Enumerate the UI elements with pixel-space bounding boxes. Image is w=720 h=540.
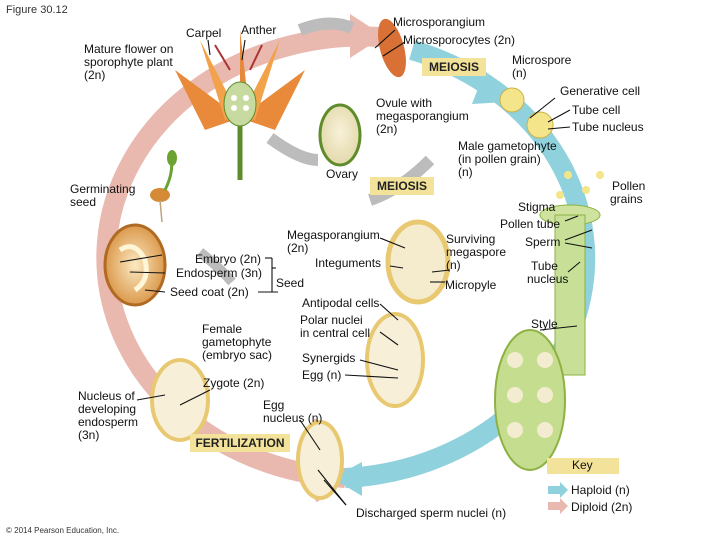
figure-label: Figure 30.12 — [6, 4, 68, 16]
male-gametophyte-label-3: (n) — [458, 165, 473, 179]
microspore-label-1: Microspore — [512, 53, 572, 67]
carpel-label: Carpel — [186, 26, 222, 40]
male-gametophyte-label-2: (in pollen grain) — [458, 152, 541, 166]
meiosis-box-middle: MEIOSIS — [370, 177, 434, 195]
egg-label: Egg (n) — [302, 368, 342, 382]
seed-coat-label: Seed coat (2n) — [170, 285, 249, 299]
pollen-grains-label-2: grains — [610, 192, 643, 206]
grey-arrow-ovule — [266, 133, 319, 166]
egg-nucleus-label-2: nucleus (n) — [263, 411, 323, 425]
discharged-sperm-label: Discharged sperm nuclei (n) — [356, 506, 507, 520]
fertilization-ovule — [296, 420, 344, 500]
key-haploid-label: Haploid (n) — [571, 483, 630, 497]
pollen-grain-cell — [526, 111, 554, 139]
fertilization-box: FERTILIZATION — [190, 434, 290, 452]
zygote-label: Zygote (2n) — [203, 376, 265, 390]
embryo-sac-illustration — [365, 312, 425, 408]
ovule-label-2: megasporangium — [376, 109, 469, 123]
microspore-label-2: (n) — [512, 66, 527, 80]
surviving-megaspore-label-2: megaspore — [446, 245, 507, 259]
haploid-arrowhead-top — [472, 70, 506, 104]
ovule-label-3: (2n) — [376, 122, 398, 136]
key-diploid-label: Diploid (2n) — [571, 500, 633, 514]
synergids-label: Synergids — [302, 351, 356, 365]
ovule-label-1: Ovule with — [376, 96, 433, 110]
female-gametophyte-label-3: (embryo sac) — [202, 348, 273, 362]
generative-cell-label: Generative cell — [560, 84, 641, 98]
megasporangium-label-2: (2n) — [287, 241, 309, 255]
stigma-label: Stigma — [518, 200, 556, 214]
flower-illustration — [175, 30, 305, 180]
pistil-illustration — [494, 204, 601, 471]
tube-nucleus-label: Tube nucleus — [572, 120, 644, 134]
anther-label: Anther — [241, 23, 277, 37]
mature-flower-label-2: sporophyte plant — [84, 55, 173, 69]
egg-nucleus-label-1: Egg — [263, 398, 285, 412]
meiosis-box-top: MEIOSIS — [422, 58, 486, 76]
tube-nucleus-2-label-2: nucleus — [527, 272, 569, 286]
megasporangium-label-1: Megasporangium — [287, 228, 380, 242]
zygote-ovule — [150, 358, 210, 442]
ovule-illustration — [318, 103, 362, 167]
key-diploid-arrow — [548, 498, 568, 514]
male-gametophyte-label-1: Male gametophyte — [458, 139, 557, 153]
germinating-seed-label-1: Germinating — [70, 182, 136, 196]
embryo-label: Embryo (2n) — [195, 252, 262, 266]
pollen-grains-label-1: Pollen — [612, 179, 646, 193]
ovary-label: Ovary — [326, 167, 359, 181]
endosperm-label: Endosperm (3n) — [176, 266, 263, 280]
nucleus-endosperm-label-2: developing — [78, 402, 137, 416]
megasporangium-illustration — [385, 219, 451, 305]
mature-flower-label-3: (2n) — [84, 68, 106, 82]
tube-nucleus-2-label-1: Tube — [531, 259, 558, 273]
haploid-arrowhead-bottom — [332, 462, 362, 496]
anther-illustration — [378, 18, 406, 78]
germinating-seed-label-2: seed — [70, 195, 97, 209]
nucleus-endosperm-label-3: endosperm — [78, 415, 139, 429]
germinating-seed-illustration — [150, 150, 177, 223]
mature-flower-label-1: Mature flower on — [84, 42, 174, 56]
pollen-tube-label: Pollen tube — [500, 217, 561, 231]
key-box — [547, 458, 619, 474]
surviving-megaspore-label-1: Surviving — [446, 232, 496, 246]
female-gametophyte-label-2: gametophyte — [202, 335, 272, 349]
female-gametophyte-label-1: Female — [202, 322, 243, 336]
microsporangium-label: Microsporangium — [393, 15, 486, 29]
integuments-label: Integuments — [315, 256, 382, 270]
microsporocytes-label: Microsporocytes (2n) — [403, 33, 516, 47]
polar-nuclei-label-2: in central cell — [300, 326, 371, 340]
tube-cell-label: Tube cell — [572, 103, 621, 117]
micropyle-label: Micropyle — [445, 278, 497, 292]
polar-nuclei-label-1: Polar nuclei — [300, 313, 363, 327]
grey-arrow-top — [297, 17, 355, 36]
copyright-label: © 2014 Pearson Education, Inc. — [6, 526, 120, 535]
nucleus-endosperm-label-1: Nucleus of — [78, 389, 135, 403]
sperm-label: Sperm — [525, 235, 561, 249]
style-label: Style — [531, 317, 558, 331]
microspore-cell — [499, 87, 525, 113]
diploid-arrowhead — [350, 14, 384, 58]
leader-lines — [119, 29, 593, 506]
antipodal-cells-label: Antipodal cells — [302, 296, 380, 310]
surviving-megaspore-label-3: (n) — [446, 258, 461, 272]
seed-label: Seed — [276, 276, 305, 290]
nucleus-endosperm-label-4: (3n) — [78, 428, 100, 442]
seed-illustration — [103, 223, 167, 307]
key-haploid-arrow — [548, 482, 568, 498]
key-title: Key — [572, 458, 593, 472]
grey-arrow-seed — [196, 248, 236, 286]
